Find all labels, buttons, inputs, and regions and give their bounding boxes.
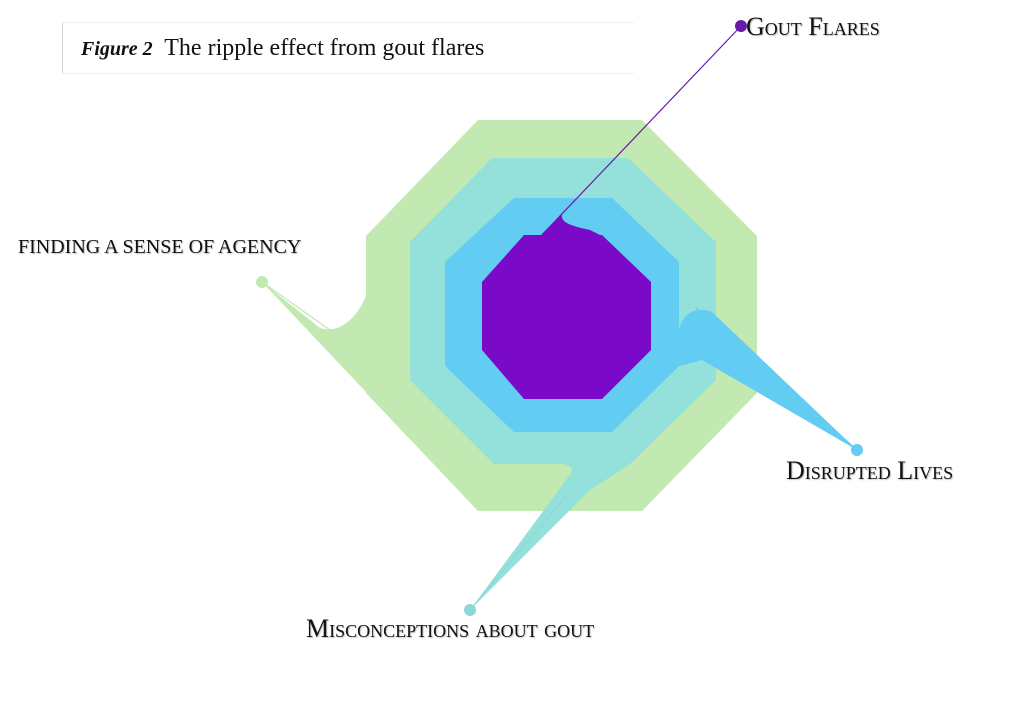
misconceptions-leader-line bbox=[469, 495, 567, 611]
figure-title: The ripple effect from gout flares bbox=[164, 35, 485, 61]
gout-flares-leader-line bbox=[559, 25, 742, 217]
gout-flares-label: Gout Flares bbox=[746, 12, 880, 41]
misconceptions-label: Misconceptions about gout bbox=[306, 614, 595, 643]
figure-caption: Figure 2 The ripple effect from gout fla… bbox=[81, 35, 484, 62]
misconceptions-dot bbox=[464, 604, 476, 616]
figure-caption-box: Figure 2 The ripple effect from gout fla… bbox=[62, 22, 634, 74]
disrupted-lives-dot bbox=[851, 444, 863, 456]
agency-label: finding a sense of agency bbox=[18, 236, 302, 258]
disrupted-lives-leader-line bbox=[695, 307, 858, 451]
disrupted-lives-callout bbox=[679, 309, 857, 450]
disrupted-lives-label: Disrupted Lives bbox=[786, 456, 954, 485]
agency-leader-line bbox=[261, 281, 331, 331]
gout-flares-dot bbox=[735, 20, 747, 32]
agency-dot bbox=[256, 276, 268, 288]
agency-callout bbox=[262, 282, 366, 392]
figure-label: Figure 2 bbox=[81, 38, 153, 60]
gout-flares-core-octagon bbox=[482, 235, 651, 399]
